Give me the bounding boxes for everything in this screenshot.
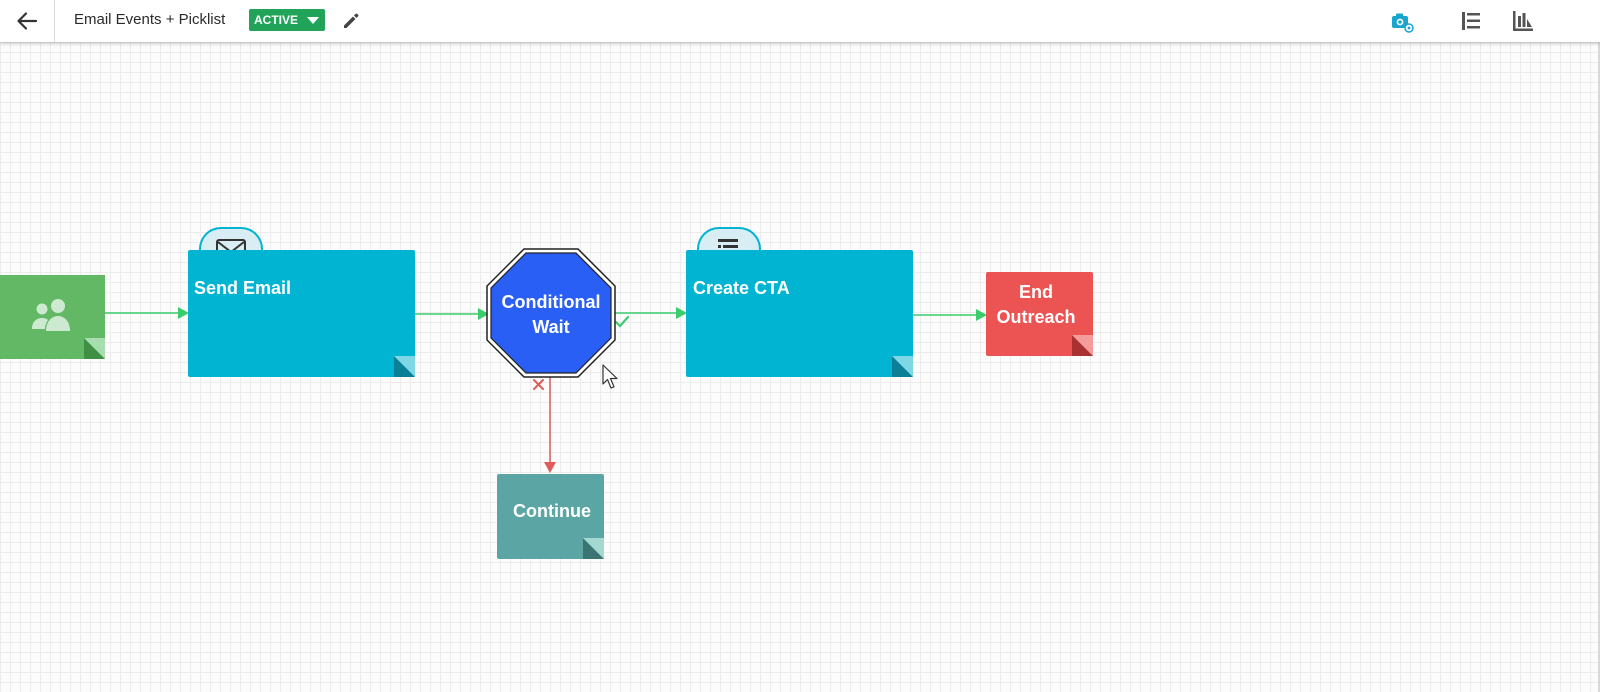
conditional-wait-node[interactable]: Conditional Wait <box>486 248 616 378</box>
top-bar: Email Events + Picklist ACTIVE <box>0 0 1600 42</box>
node-fold <box>892 356 913 377</box>
continue-node[interactable]: Continue <box>497 474 604 559</box>
end-outreach-node[interactable]: End Outreach <box>986 272 1093 356</box>
create-cta-label: Create CTA <box>693 278 790 298</box>
node-fold <box>583 538 604 559</box>
list-view-button[interactable] <box>1458 8 1484 34</box>
chevron-down-icon <box>307 17 319 24</box>
check-icon <box>614 315 630 328</box>
back-button[interactable] <box>0 0 55 42</box>
conditional-wait-label-line1: Conditional <box>501 292 601 312</box>
end-outreach-label-line1: End <box>1019 282 1053 302</box>
report-icon <box>1513 11 1533 31</box>
node-fold <box>1072 335 1093 356</box>
canvas-border <box>1598 42 1600 692</box>
send-email-node[interactable]: Send Email <box>188 250 415 377</box>
end-outreach-label-line2: Outreach <box>996 307 1076 327</box>
pencil-icon <box>344 13 359 28</box>
mouse-cursor-icon <box>602 364 618 389</box>
connector-arrowhead <box>478 308 489 320</box>
participants-icon <box>32 299 70 331</box>
connector-arrowhead <box>178 307 189 319</box>
continue-label: Continue <box>513 501 591 521</box>
report-button[interactable] <box>1510 8 1536 34</box>
connector-arrowhead <box>544 462 556 473</box>
connector-arrowhead <box>976 309 987 321</box>
create-cta-node[interactable]: Create CTA <box>686 250 913 377</box>
back-arrow-icon <box>17 12 38 30</box>
edit-title-button[interactable] <box>340 10 362 32</box>
connector-arrowhead <box>676 307 687 319</box>
page-title: Email Events + Picklist <box>74 11 226 28</box>
node-fold <box>84 338 105 359</box>
camera-settings-button[interactable] <box>1389 8 1415 34</box>
send-email-label: Send Email <box>194 278 292 298</box>
conditional-wait-octagon <box>486 248 616 378</box>
status-label: ACTIVE <box>254 13 299 27</box>
list-icon <box>1462 12 1480 30</box>
participants-node[interactable] <box>0 275 105 359</box>
conditional-wait-label-line2: Wait <box>532 317 570 337</box>
status-dropdown[interactable]: ACTIVE <box>249 9 325 31</box>
node-fold <box>394 356 415 377</box>
camera-settings-icon <box>1392 13 1414 33</box>
x-icon <box>533 379 544 390</box>
